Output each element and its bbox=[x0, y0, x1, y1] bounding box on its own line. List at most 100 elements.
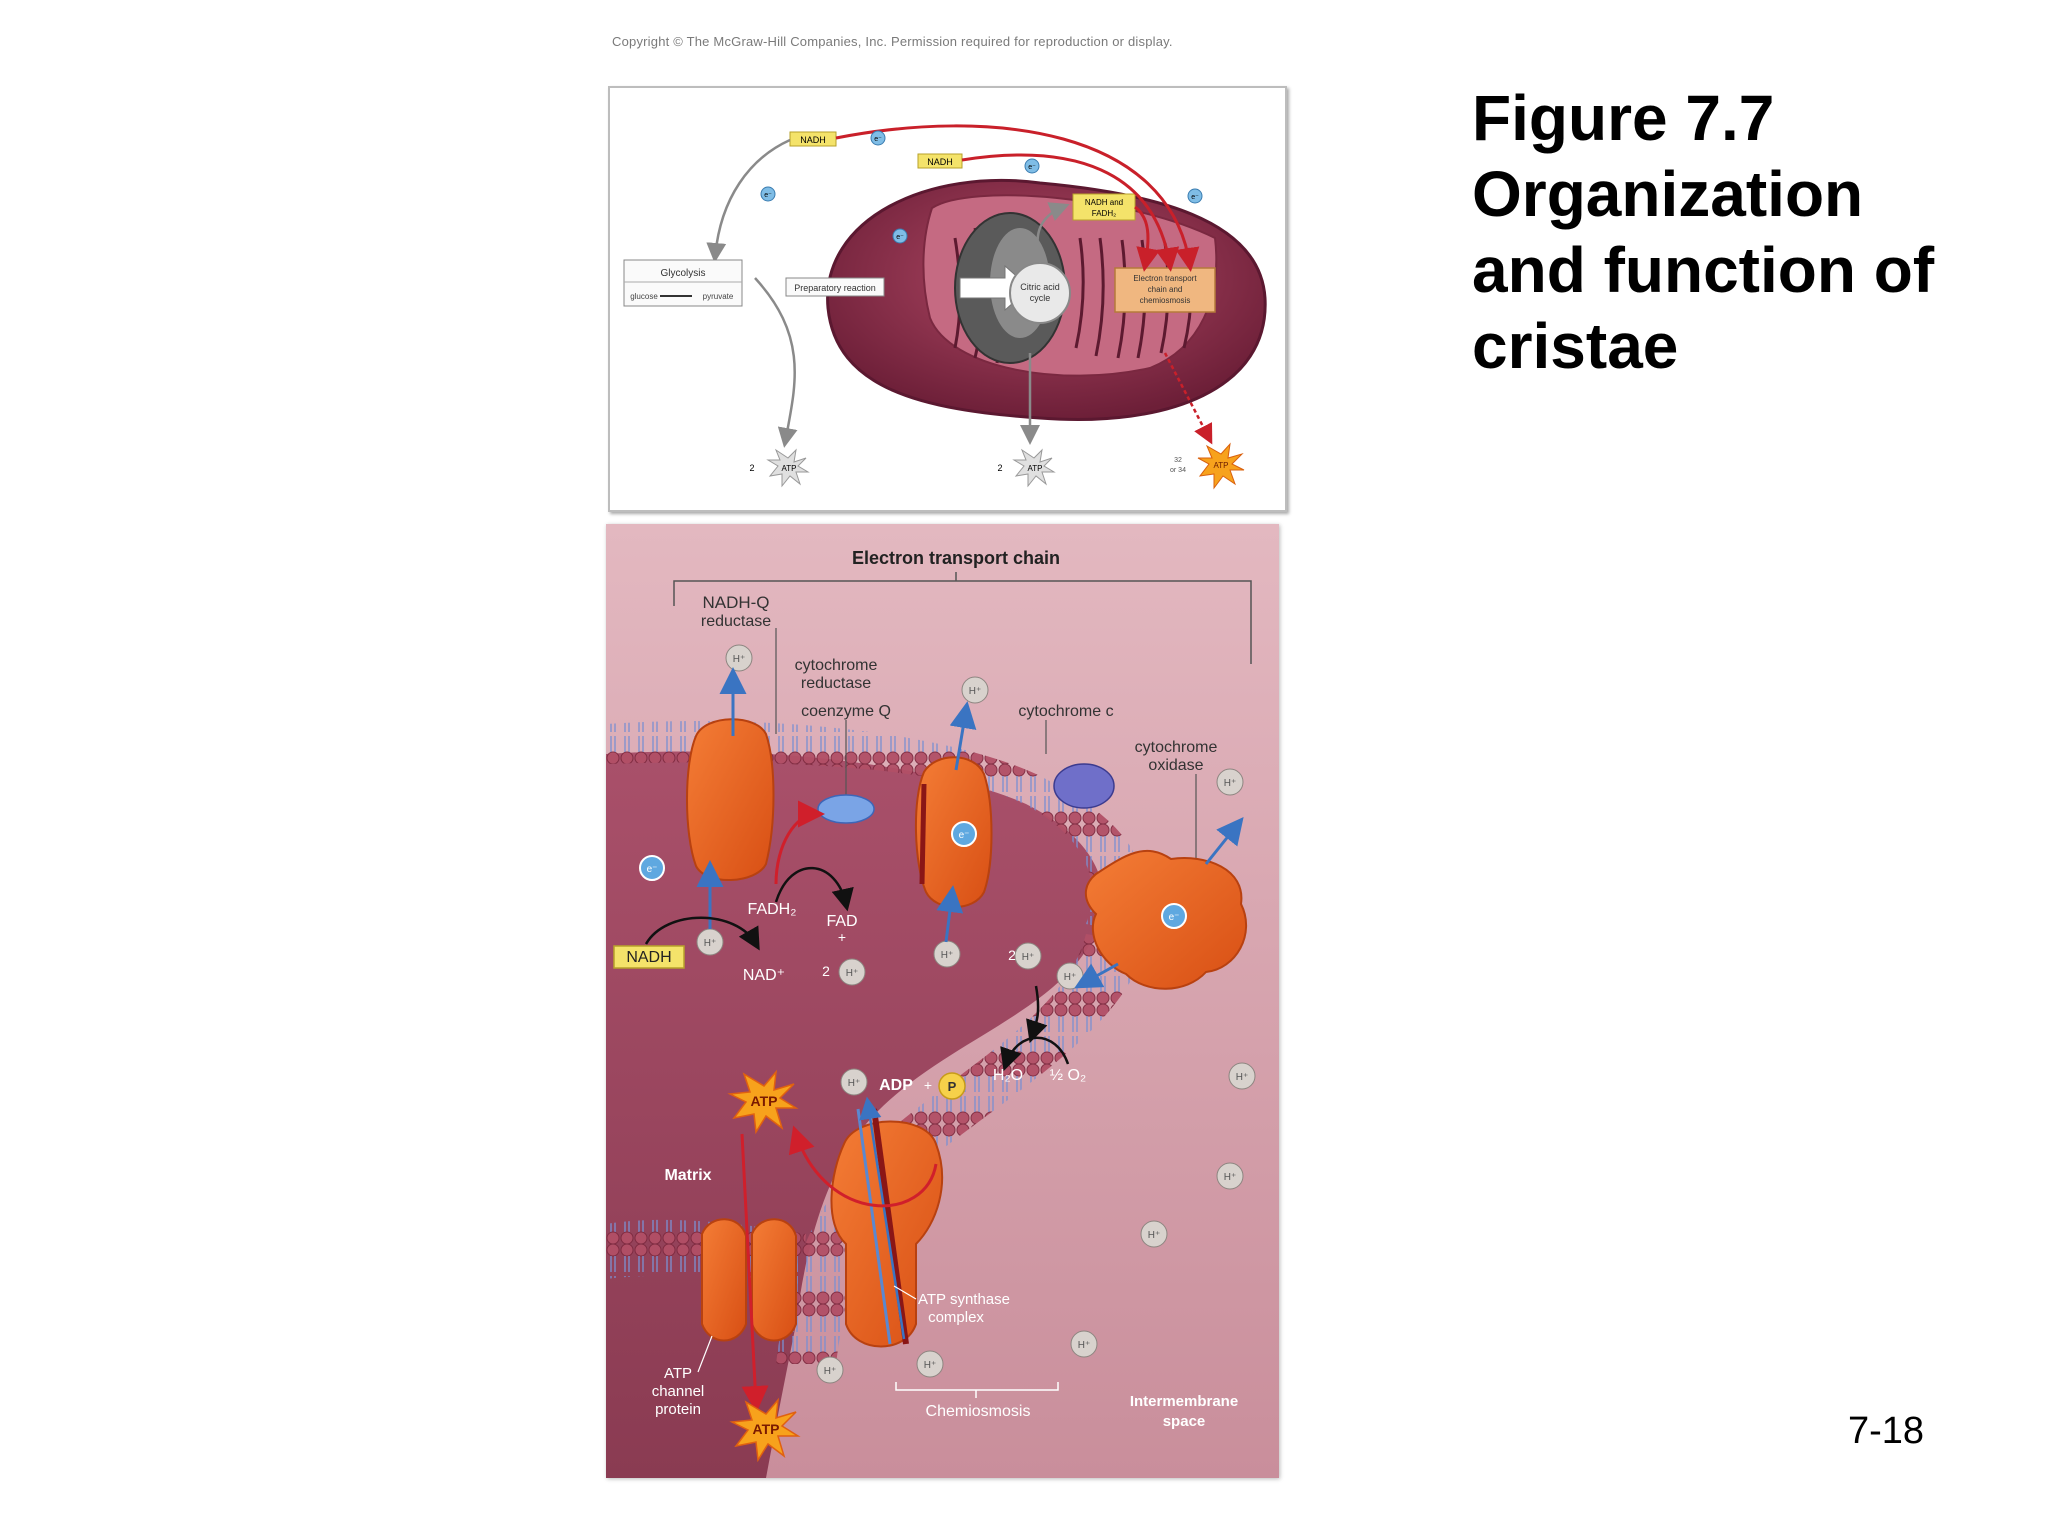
fadh2-label: FADH₂ bbox=[748, 901, 797, 918]
etc-box bbox=[1114, 267, 1216, 313]
glycolysis-label: Glycolysis bbox=[660, 268, 705, 279]
chemiosmosis-bracket bbox=[895, 1382, 1059, 1391]
nadh-oxidation-arrow bbox=[644, 916, 760, 951]
glycolysis-box bbox=[623, 259, 743, 307]
nadh-label: NADH bbox=[626, 949, 671, 966]
electron-transport-chain-panel: Electron transport chain NADH-Q reductas… bbox=[606, 524, 1279, 1478]
svg-text:ATP: ATP bbox=[751, 1093, 778, 1109]
svg-text:H⁺: H⁺ bbox=[969, 686, 982, 697]
preparatory-label: Preparatory reaction bbox=[794, 283, 876, 293]
atp-count-glycolysis: 2 bbox=[749, 463, 754, 473]
proton-pump-arrows bbox=[696, 667, 1244, 989]
svg-text:2: 2 bbox=[822, 963, 830, 979]
coenzyme-q-label: coenzyme Q bbox=[801, 703, 891, 720]
svg-text:H⁺: H⁺ bbox=[1022, 952, 1035, 963]
slide-number: 7-18 bbox=[1848, 1410, 1925, 1452]
channel-stripe bbox=[919, 783, 927, 885]
pathway-arrows bbox=[706, 138, 1070, 448]
electron-icons: e⁻ e⁻ e⁻ e⁻ e⁻ bbox=[760, 130, 1203, 244]
atp-burst-etc: ATP 32 or 34 bbox=[1170, 442, 1245, 490]
water-formation-arrow bbox=[1000, 1036, 1070, 1072]
nadh-q-reductase-complex bbox=[686, 718, 775, 881]
mitochondrion-overview-diagram: Citric acid cycle Electron transport cha… bbox=[623, 124, 1267, 490]
svg-text:H⁺: H⁺ bbox=[1078, 1340, 1091, 1351]
svg-text:H⁺: H⁺ bbox=[1148, 1230, 1161, 1241]
cytochrome-c-molecule bbox=[1053, 763, 1115, 809]
svg-text:e⁻: e⁻ bbox=[874, 136, 882, 143]
nadh-label-1: NADH bbox=[800, 135, 826, 145]
title-line-4: cristae bbox=[1472, 310, 1679, 382]
cytochrome-oxidase-label-2: oxidase bbox=[1148, 757, 1203, 774]
phosphate-icon bbox=[938, 1072, 966, 1100]
atp-synthase-label: ATP synthase bbox=[918, 1291, 1010, 1308]
nadh-tag-2 bbox=[917, 153, 963, 169]
svg-text:ATP: ATP bbox=[782, 464, 797, 473]
matrix-label: Matrix bbox=[664, 1167, 711, 1184]
atp-count-citric: 2 bbox=[997, 463, 1002, 473]
nadh-q-reductase-label-2: reductase bbox=[701, 613, 771, 630]
svg-text:e⁻: e⁻ bbox=[896, 234, 904, 241]
svg-text:H⁺: H⁺ bbox=[1224, 1172, 1237, 1183]
fadh2-oxidation-arrow bbox=[774, 866, 854, 912]
atp-channel-protein bbox=[701, 1218, 747, 1342]
fad-label: FAD bbox=[826, 913, 857, 930]
electron-markers: e⁻ e⁻ e⁻ bbox=[639, 821, 1187, 929]
etc-atp-arrow bbox=[1163, 352, 1213, 445]
atp-burst-intermembrane: ATP bbox=[729, 1397, 801, 1463]
svg-text:H⁺: H⁺ bbox=[846, 968, 859, 979]
nadh-tag-1 bbox=[789, 131, 837, 147]
title-line-1: Figure 7.7 bbox=[1472, 82, 1775, 154]
cytochrome-oxidase-label: cytochrome bbox=[1135, 739, 1218, 756]
svg-text:H⁺: H⁺ bbox=[733, 654, 746, 665]
atp-export-arrow bbox=[740, 1133, 769, 1413]
intermembrane-space-label: Intermembrane bbox=[1130, 1393, 1238, 1410]
nad-plus-label: NAD⁺ bbox=[743, 967, 785, 984]
etc-label-3: chemiosmosis bbox=[1140, 296, 1191, 305]
etc-label-2: chain and bbox=[1148, 285, 1183, 294]
svg-text:e⁻: e⁻ bbox=[1191, 194, 1199, 201]
svg-text:2: 2 bbox=[1008, 947, 1016, 963]
electron-transport-chain-diagram: Electron transport chain NADH-Q reductas… bbox=[606, 524, 1279, 1478]
intermembrane-space-label-2: space bbox=[1163, 1413, 1206, 1430]
copyright-notice: Copyright © The McGraw-Hill Companies, I… bbox=[612, 34, 1173, 49]
atp-synthesis-arrow bbox=[788, 1125, 938, 1208]
svg-text:e⁻: e⁻ bbox=[1169, 912, 1180, 923]
citric-acid-label-2: cycle bbox=[1030, 293, 1051, 303]
etc-label-1: Electron transport bbox=[1133, 274, 1197, 283]
pyruvate-label: pyruvate bbox=[703, 292, 734, 301]
mitochondrion-overview-panel: Citric acid cycle Electron transport cha… bbox=[608, 86, 1287, 512]
svg-text:H⁺: H⁺ bbox=[1236, 1072, 1249, 1083]
phosphate-label: P bbox=[948, 1079, 957, 1094]
adp-label: ADP bbox=[879, 1077, 913, 1094]
etc-title: Electron transport chain bbox=[852, 548, 1060, 568]
atp-burst-citric-acid: ATP 2 bbox=[997, 448, 1056, 488]
atp-channel-label: ATP bbox=[664, 1365, 692, 1382]
slide-title: Figure 7.7 Organization and function of … bbox=[1472, 80, 2012, 384]
svg-text:e⁻: e⁻ bbox=[764, 192, 772, 199]
proton-markers: H⁺ H⁺ H⁺ H⁺ H⁺ H⁺ H⁺ H⁺ H⁺ H⁺ H⁺ H⁺ H⁺ H… bbox=[696, 644, 1256, 1384]
title-line-3: and function of bbox=[1472, 234, 1935, 306]
svg-text:e⁻: e⁻ bbox=[1028, 164, 1036, 171]
atp-count-etc-1: 32 bbox=[1174, 457, 1182, 464]
atp-channel-label-3: protein bbox=[655, 1401, 701, 1418]
svg-text:H⁺: H⁺ bbox=[941, 950, 954, 961]
svg-text:e⁻: e⁻ bbox=[647, 864, 658, 875]
cytochrome-reductase-label-2: reductase bbox=[801, 675, 871, 692]
svg-text:H⁺: H⁺ bbox=[1224, 778, 1237, 789]
half-oxygen-label: ½ O₂ bbox=[1050, 1067, 1086, 1084]
atp-burst-glycolysis: ATP 2 bbox=[749, 448, 810, 488]
svg-text:+: + bbox=[838, 929, 846, 945]
chemiosmosis-label: Chemiosmosis bbox=[926, 1403, 1031, 1420]
title-line-2: Organization bbox=[1472, 158, 1864, 230]
svg-text:e⁻: e⁻ bbox=[959, 830, 970, 841]
citric-acid-label: Citric acid bbox=[1020, 282, 1060, 292]
coenzyme-q-molecule bbox=[817, 794, 875, 824]
etc-bracket bbox=[673, 580, 1252, 664]
svg-text:H⁺: H⁺ bbox=[924, 1360, 937, 1371]
inner-membrane-upper bbox=[606, 721, 1144, 934]
svg-text:H⁺: H⁺ bbox=[824, 1366, 837, 1377]
svg-text:ATP: ATP bbox=[1028, 464, 1043, 473]
nadh-fadh2-label-1: NADH and bbox=[1085, 198, 1123, 207]
atp-count-etc-2: or 34 bbox=[1170, 467, 1186, 474]
svg-text:H⁺: H⁺ bbox=[704, 938, 717, 949]
